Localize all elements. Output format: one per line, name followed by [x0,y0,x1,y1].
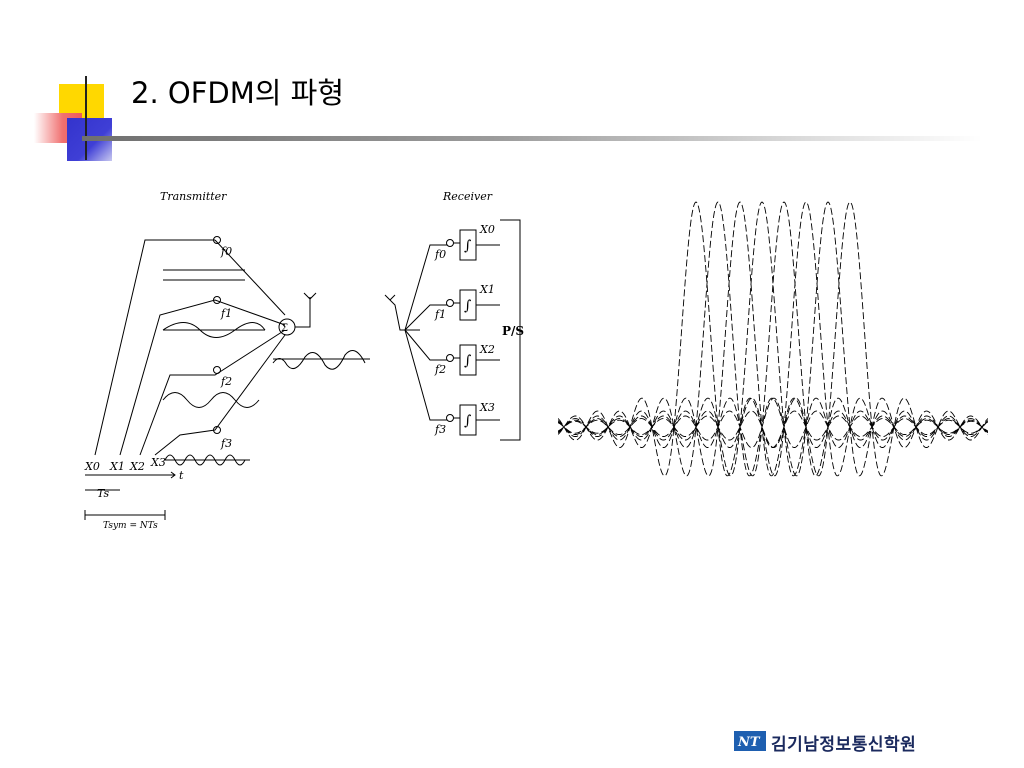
sum-symbol: Σ [281,323,288,334]
subcarrier-curve [558,201,988,477]
subcarrier-curve [558,201,988,477]
rx-carrier-f3: f3 [434,423,446,436]
nt-logo-icon: NT [734,731,766,751]
tx-carrier-f0: f0 [220,245,232,258]
subcarrier-curve [558,201,988,477]
tx-symbol-x0: X0 [84,460,100,473]
rx-output-x1: X1 [479,283,495,296]
tx-symbol-x2: X2 [129,460,145,473]
tx-axis-label: t [179,469,184,482]
rx-output-x3: X3 [479,401,495,414]
rx-carrier-f0: f0 [434,248,446,261]
subcarrier-curve [558,201,988,477]
transmitter-label: Transmitter [160,190,227,203]
tx-tsym-label: Tsym = NTs [103,521,158,531]
tx-ts-label: Ts [97,487,110,500]
integrator-0: ∫ [464,238,471,254]
slide-title: 2. OFDM의 파형 [131,76,345,110]
subcarrier-curve [558,201,988,477]
title-underline [82,136,982,141]
rx-carrier-f2: f2 [434,363,446,376]
rx-carrier-f1: f1 [434,308,446,321]
tx-carrier-f1: f1 [220,307,232,320]
ofdm-spectrum-plot [558,201,988,477]
subcarrier-curve [558,201,988,477]
tx-carrier-f3: f3 [220,437,232,450]
integrator-1: ∫ [464,298,471,314]
receiver-label: Receiver [442,190,493,203]
subcarrier-curve [558,201,988,477]
svg-text:NT: NT [737,735,761,750]
ofdm-tx-rx-diagram: Transmitter Receiver f0 f1 f2 f3 X0 X1 X… [84,190,524,531]
tx-carrier-f2: f2 [220,375,232,388]
integrator-3: ∫ [464,413,471,429]
ps-label: P/S [502,324,524,338]
subcarrier-curve [558,201,988,477]
tx-symbol-x3: X3 [150,456,166,469]
footer-logo-text: 김기남정보통신학원 [771,735,917,755]
decor-vertical-line [85,76,87,160]
tx-symbol-x1: X1 [109,460,125,473]
rx-output-x0: X0 [479,223,495,236]
integrator-2: ∫ [464,353,471,369]
rx-output-x2: X2 [479,343,495,356]
